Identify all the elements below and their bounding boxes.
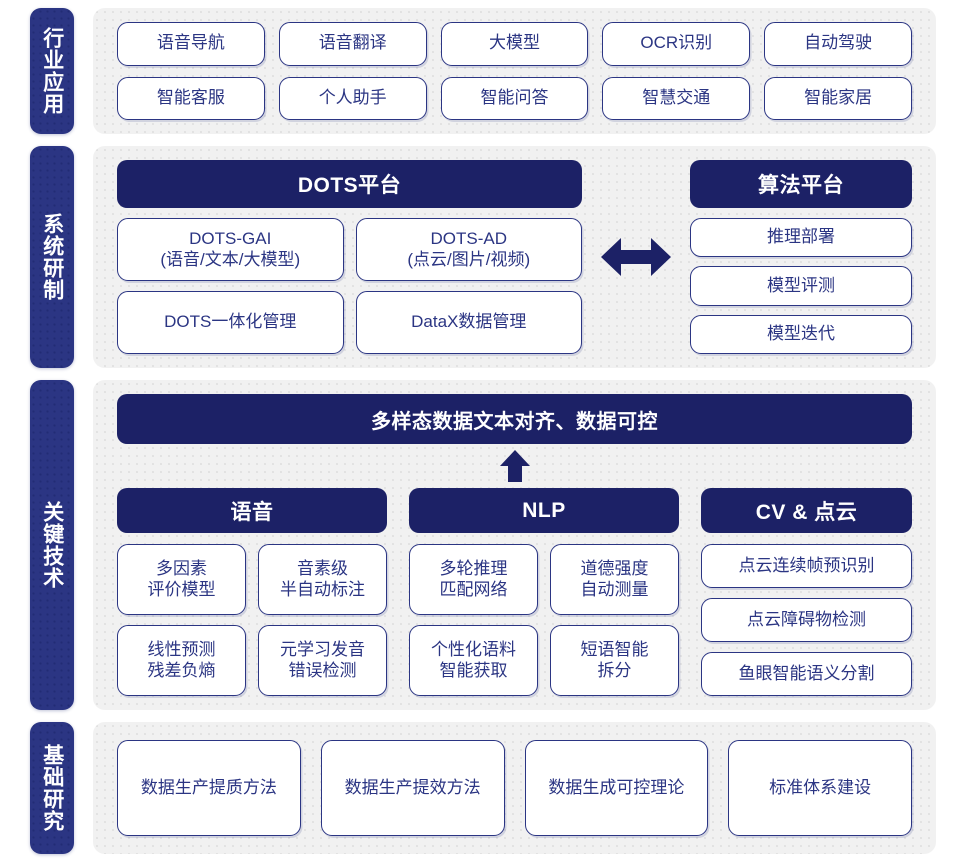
industry-card[interactable]: 大模型: [440, 22, 589, 66]
key-tech-card[interactable]: 线性预测 残差负熵: [117, 625, 246, 696]
dots-platform-card[interactable]: DataX数据管理: [355, 291, 582, 354]
industry-card[interactable]: 个人助手: [278, 76, 427, 120]
basic-research-card[interactable]: 数据生产提效方法: [320, 740, 505, 836]
basic-research-panel: 数据生产提质方法 数据生产提效方法 数据生成可控理论 标准体系建设: [93, 722, 936, 854]
key-tech-card[interactable]: 音素级 半自动标注: [258, 544, 387, 615]
section-tab-label: 基础研究: [40, 744, 64, 832]
industry-application-panel: 语音导航 语音翻译 大模型 OCR识别 自动驾驶 智能客服 个人助手 智能问答 …: [93, 8, 936, 134]
key-tech-card[interactable]: 元学习发音 错误检测: [258, 625, 387, 696]
key-technology-columns: 语音 多因素 评价模型 音素级 半自动标注 线性预测 残差负熵 元学习发音 错误…: [117, 488, 912, 696]
key-tech-card[interactable]: 点云障碍物检测: [701, 598, 912, 642]
key-tech-card[interactable]: 个性化语料 智能获取: [409, 625, 538, 696]
basic-research-card[interactable]: 数据生产提质方法: [117, 740, 301, 836]
section-tab-basic-research: 基础研究: [30, 722, 74, 854]
key-technology-banner: 多样态数据文本对齐、数据可控: [117, 394, 912, 444]
key-tech-card[interactable]: 多轮推理 匹配网络: [409, 544, 538, 615]
industry-card[interactable]: 智慧交通: [602, 76, 751, 120]
key-tech-card[interactable]: 道德强度 自动测量: [550, 544, 679, 615]
section-tab-label: 系统研制: [40, 213, 64, 301]
arrow-up-icon: [499, 450, 530, 482]
dots-platform-card[interactable]: DOTS-AD (点云/图片/视频): [355, 218, 582, 281]
section-tab-system-development: 系统研制: [30, 146, 74, 368]
key-tech-card[interactable]: 鱼眼智能语义分割: [701, 652, 912, 696]
key-tech-card[interactable]: 多因素 评价模型: [117, 544, 246, 615]
industry-card[interactable]: 智能家居: [764, 76, 912, 120]
key-technology-layout: 多样态数据文本对齐、数据可控 语音 多因素 评价模型 音素级 半自动标注 线性预…: [117, 394, 912, 696]
industry-card[interactable]: OCR识别: [602, 22, 751, 66]
section-industry-application: 行业应用 语音导航 语音翻译 大模型 OCR识别 自动驾驶 智能客服 个人助手 …: [0, 8, 962, 134]
dots-platform-group: DOTS平台 DOTS-GAI (语音/文本/大模型) DOTS-AD (点云/…: [117, 160, 582, 354]
key-tech-column-nlp: NLP 多轮推理 匹配网络 道德强度 自动测量 个性化语料 智能获取 短语智能 …: [409, 488, 679, 696]
system-layout: DOTS平台 DOTS-GAI (语音/文本/大模型) DOTS-AD (点云/…: [117, 160, 912, 354]
key-tech-card-grid: 多因素 评价模型 音素级 半自动标注 线性预测 残差负熵 元学习发音 错误检测: [117, 544, 387, 696]
key-tech-column-title: 语音: [117, 488, 387, 533]
industry-card[interactable]: 智能客服: [117, 76, 265, 120]
key-tech-column-title: CV & 点云: [701, 488, 912, 533]
industry-card[interactable]: 智能问答: [440, 76, 589, 120]
algorithm-platform-group: 算法平台 推理部署 模型评测 模型迭代: [690, 160, 912, 354]
section-tab-industry-application: 行业应用: [30, 8, 74, 134]
key-tech-card-grid: 多轮推理 匹配网络 道德强度 自动测量 个性化语料 智能获取 短语智能 拆分: [409, 544, 679, 696]
industry-card-grid: 语音导航 语音翻译 大模型 OCR识别 自动驾驶 智能客服 个人助手 智能问答 …: [117, 22, 912, 120]
industry-card[interactable]: 语音导航: [117, 22, 265, 66]
industry-card[interactable]: 自动驾驶: [764, 22, 912, 66]
dots-platform-card[interactable]: DOTS-GAI (语音/文本/大模型): [117, 218, 344, 281]
dots-platform-card[interactable]: DOTS一体化管理: [117, 291, 344, 354]
section-system-development: 系统研制 DOTS平台 DOTS-GAI (语音/文本/大模型) DOTS-AD…: [0, 146, 962, 368]
dots-platform-card-grid: DOTS-GAI (语音/文本/大模型) DOTS-AD (点云/图片/视频) …: [117, 218, 582, 354]
algorithm-platform-card[interactable]: 模型评测: [690, 266, 912, 306]
key-tech-card[interactable]: 短语智能 拆分: [550, 625, 679, 696]
algorithm-platform-list: 推理部署 模型评测 模型迭代: [690, 218, 912, 354]
section-basic-research: 基础研究 数据生产提质方法 数据生产提效方法 数据生成可控理论 标准体系建设: [0, 722, 962, 854]
key-tech-card[interactable]: 点云连续帧预识别: [701, 544, 912, 588]
basic-research-card[interactable]: 数据生成可控理论: [524, 740, 709, 836]
system-development-panel: DOTS平台 DOTS-GAI (语音/文本/大模型) DOTS-AD (点云/…: [93, 146, 936, 368]
platform-connector: [582, 160, 690, 354]
key-technology-panel: 多样态数据文本对齐、数据可控 语音 多因素 评价模型 音素级 半自动标注 线性预…: [93, 380, 936, 710]
key-technology-connector: [117, 444, 912, 488]
key-tech-column-cv-pointcloud: CV & 点云 点云连续帧预识别 点云障碍物检测 鱼眼智能语义分割: [701, 488, 912, 696]
key-tech-column-speech: 语音 多因素 评价模型 音素级 半自动标注 线性预测 残差负熵 元学习发音 错误…: [117, 488, 387, 696]
section-tab-key-technology: 关键技术: [30, 380, 74, 710]
algorithm-platform-card[interactable]: 推理部署: [690, 218, 912, 258]
algorithm-platform-title: 算法平台: [690, 160, 912, 208]
double-arrow-horizontal-icon: [601, 238, 671, 276]
section-tab-label: 行业应用: [40, 27, 64, 115]
algorithm-platform-card[interactable]: 模型迭代: [690, 314, 912, 354]
section-key-technology: 关键技术 多样态数据文本对齐、数据可控 语音 多因素 评价模型 音素级 半自动标…: [0, 380, 962, 710]
key-tech-column-title: NLP: [409, 488, 679, 533]
section-tab-label: 关键技术: [40, 501, 64, 589]
industry-card[interactable]: 语音翻译: [278, 22, 427, 66]
basic-research-card-grid: 数据生产提质方法 数据生产提效方法 数据生成可控理论 标准体系建设: [117, 740, 912, 836]
dots-platform-title: DOTS平台: [117, 160, 582, 208]
key-tech-card-list: 点云连续帧预识别 点云障碍物检测 鱼眼智能语义分割: [701, 544, 912, 696]
basic-research-card[interactable]: 标准体系建设: [728, 740, 912, 836]
